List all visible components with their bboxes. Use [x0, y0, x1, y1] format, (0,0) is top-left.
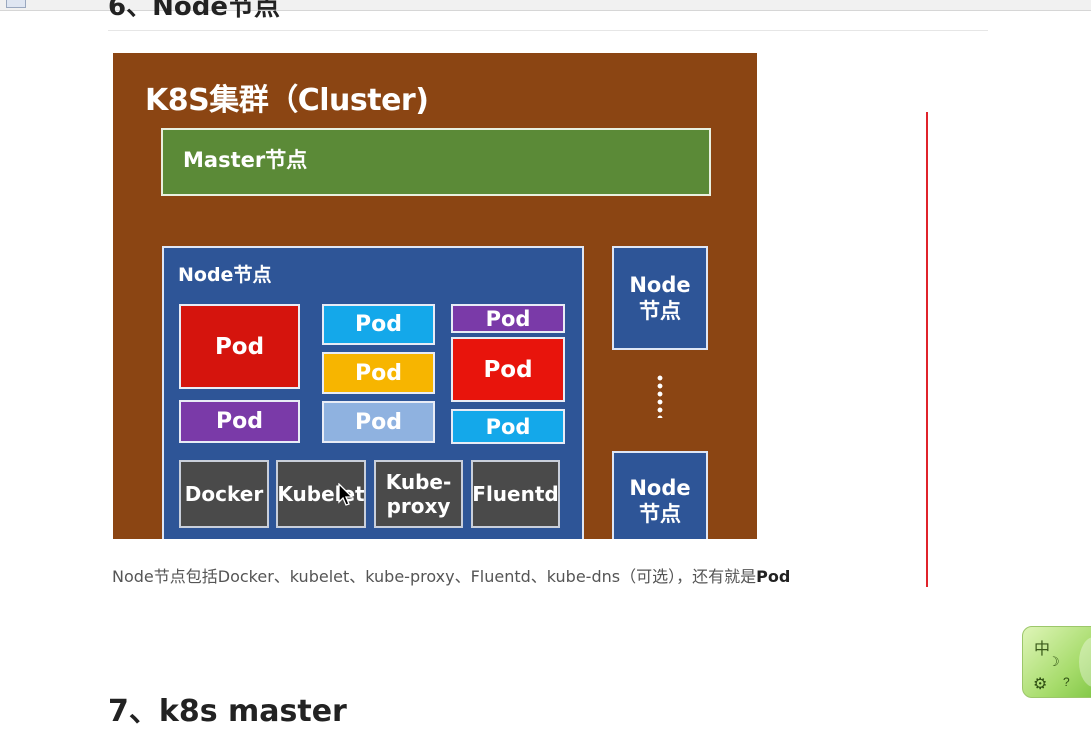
component-docker: Docker — [179, 460, 269, 528]
node-box-label: Node节点 — [178, 264, 272, 286]
master-node-box: Master节点 — [161, 128, 711, 196]
component-kubelet: Kubelet — [276, 460, 366, 528]
red-vertical-line — [926, 112, 928, 587]
pod-cyan: Pod — [322, 304, 435, 345]
help-icon[interactable]: ? — [1063, 675, 1070, 689]
mouse-cursor-icon — [338, 483, 354, 506]
node-box-main: Node节点 Pod Pod Pod Pod Pod Pod Pod Pod D… — [162, 246, 584, 539]
page-icon — [6, 0, 26, 8]
node-box-side-1: Node 节点 — [612, 246, 708, 350]
ime-mode-toggle[interactable]: 中 — [1034, 641, 1051, 658]
heading-divider — [108, 30, 988, 31]
ime-toolbar[interactable]: 中 ☽ ⚙ ? — [1022, 626, 1091, 698]
pod-red-large: Pod — [179, 304, 300, 389]
caption-text: Node节点包括Docker、kubelet、kube-proxy、Fluent… — [112, 567, 757, 586]
pod-yellow: Pod — [322, 352, 435, 394]
figure-caption: Node节点包括Docker、kubelet、kube-proxy、Fluent… — [112, 563, 790, 587]
ellipsis-dots — [657, 374, 663, 418]
node-box-side-2: Node 节点 — [612, 451, 708, 539]
section-heading-master: 7、k8s master — [108, 694, 347, 729]
pod-red: Pod — [451, 337, 565, 402]
caption-bold-pod: Pod — [756, 567, 791, 586]
pod-lightblue: Pod — [322, 401, 435, 443]
component-kube-proxy: Kube- proxy — [374, 460, 463, 528]
master-node-label: Master节点 — [183, 148, 308, 172]
component-fluentd: Fluentd — [471, 460, 560, 528]
section-heading-node: 6、Node节点 — [108, 0, 280, 22]
gear-icon[interactable]: ⚙ — [1033, 676, 1048, 693]
moon-icon[interactable]: ☽ — [1048, 654, 1060, 669]
browser-top-bar — [0, 0, 1091, 11]
ime-highlight — [1079, 637, 1091, 687]
k8s-cluster-diagram: K8S集群（Cluster) Master节点 Node节点 Pod Pod P… — [113, 53, 757, 539]
cluster-title: K8S集群（Cluster) — [145, 83, 429, 118]
pod-purple: Pod — [179, 400, 300, 443]
pod-cyan-small: Pod — [451, 409, 565, 444]
pod-purple-small: Pod — [451, 304, 565, 333]
